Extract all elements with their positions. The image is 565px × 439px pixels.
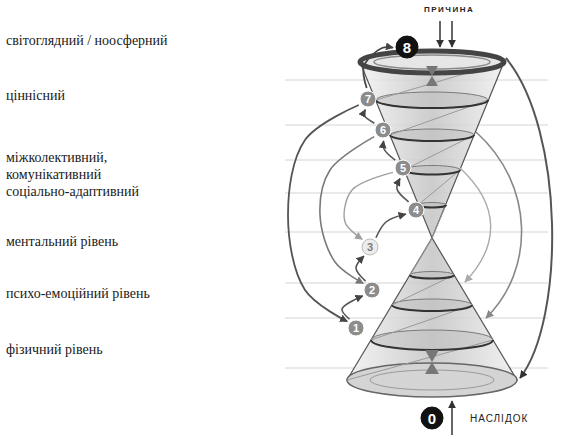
spiral-arc xyxy=(392,305,472,311)
callout-number: 8 xyxy=(403,40,411,55)
number-circle: 1 xyxy=(347,319,365,337)
circle-outline xyxy=(396,36,418,58)
circle-outline xyxy=(375,122,391,138)
level-disc xyxy=(410,272,454,279)
curved-arrow xyxy=(356,256,366,281)
number-circle: 3 xyxy=(361,238,379,256)
level-label: психо-емоційний рівень xyxy=(6,286,150,303)
return-arcs xyxy=(460,58,552,378)
callout-number: 0 xyxy=(428,411,436,426)
callout-number: 2 xyxy=(369,285,375,296)
level-disc xyxy=(371,330,493,350)
level-disc xyxy=(404,166,460,175)
circle-outline xyxy=(395,160,411,176)
return-arc xyxy=(476,132,522,318)
level-label: ментальний рівень xyxy=(6,234,118,251)
spiral-arc xyxy=(410,275,454,279)
effect-label: НАСЛІДОК xyxy=(470,414,528,424)
callout-number: 7 xyxy=(365,94,371,105)
circle-outline xyxy=(348,320,364,336)
spiral-front xyxy=(371,100,493,350)
curved-arrow xyxy=(383,141,395,160)
lower-cone xyxy=(347,238,517,380)
curved-arrow xyxy=(363,47,393,88)
cause-arrow xyxy=(451,21,453,47)
curved-arrow xyxy=(376,214,406,238)
circle-outline xyxy=(408,202,424,218)
callout-number: 1 xyxy=(353,323,359,334)
spiral-strand xyxy=(392,275,454,305)
number-circle: 2 xyxy=(363,281,381,299)
spiral-arc xyxy=(390,135,474,141)
number-circle: 6 xyxy=(374,121,392,139)
circle-outline xyxy=(364,282,380,298)
mini-hourglass xyxy=(426,66,438,86)
curved-arrow xyxy=(320,137,374,284)
number-circle: 5 xyxy=(394,159,412,177)
callout-number: 4 xyxy=(413,205,419,216)
spiral-back xyxy=(347,62,504,380)
curved-arrow xyxy=(342,296,363,319)
number-circle: 0 xyxy=(420,406,444,430)
number-circle: 7 xyxy=(359,90,377,108)
connectors xyxy=(288,47,409,321)
return-arc xyxy=(460,168,491,282)
circle-outline xyxy=(421,407,443,429)
level-label: фізичний рівень xyxy=(6,342,103,359)
return-arc xyxy=(506,58,552,378)
circle-outline xyxy=(360,91,376,107)
curved-arrow xyxy=(344,172,393,239)
level-label: ціннісний xyxy=(6,88,65,105)
effect-arrow xyxy=(451,401,453,435)
cause-arrow xyxy=(439,21,441,47)
spiral-strand xyxy=(371,305,472,340)
number-circle: 4 xyxy=(407,201,425,219)
callout-number: 6 xyxy=(380,125,386,136)
circle-outline xyxy=(362,239,378,255)
level-disc xyxy=(392,299,472,311)
cause-label: ПРИЧИНА xyxy=(424,6,474,14)
curved-arrow xyxy=(288,105,359,321)
level-disc xyxy=(376,92,488,108)
level-discs xyxy=(371,92,493,350)
curved-arrow xyxy=(397,179,409,202)
mini-hourglasses xyxy=(425,66,439,374)
spiral-arc xyxy=(404,170,460,175)
mini-hourglass xyxy=(425,350,439,374)
level-label: міжколективний, комунікативний соціально… xyxy=(6,150,151,200)
callout-number: 5 xyxy=(400,163,406,174)
level-line xyxy=(285,232,548,233)
direction-arrows xyxy=(440,21,452,435)
spiral-strand xyxy=(347,340,493,380)
spiral-arc xyxy=(376,100,488,108)
number-circle: 8 xyxy=(395,35,419,59)
spiral-arc xyxy=(371,340,493,350)
level-label: світоглядний / ноосферний xyxy=(6,33,168,50)
callout-number: 3 xyxy=(367,242,373,253)
upper-cone xyxy=(360,62,504,238)
curved-arrow xyxy=(364,110,374,124)
